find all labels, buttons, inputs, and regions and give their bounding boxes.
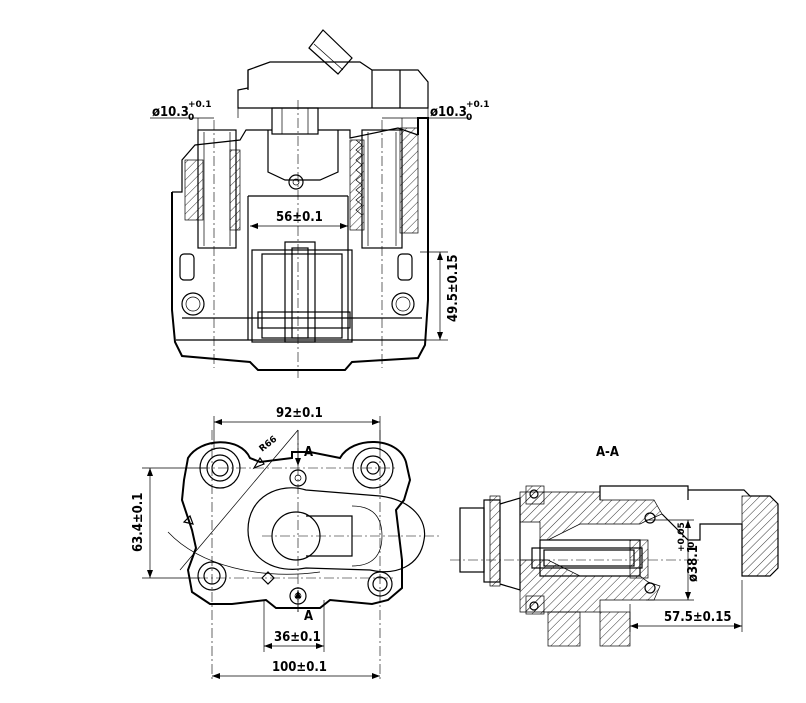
dim-bore-38: ø38.1 (686, 545, 701, 582)
bleeder-nipple (308, 29, 353, 75)
front-view (142, 416, 440, 680)
section-title: A-A (596, 445, 619, 460)
dim-height-49: 49.5±0.15 (446, 254, 461, 322)
dim-width-92: 92±0.1 (276, 406, 323, 421)
dim-bore-left: ø10.3 (152, 105, 189, 120)
dim-bore-38-tol-top: +0.05 (677, 522, 687, 552)
top-view (150, 29, 470, 378)
left-piston (184, 129, 241, 249)
dim-width-100: 100±0.1 (272, 660, 327, 675)
dim-length-57: 57.5±0.15 (664, 610, 732, 625)
dim-bore-left-tol-top: +0.1 (188, 100, 211, 110)
dim-width-56: 56±0.1 (276, 210, 323, 225)
dim-width-36: 36±0.1 (274, 630, 321, 645)
dim-bore-left-tol-bottom: 0 (188, 113, 194, 123)
dim-radius: R66 (258, 434, 279, 454)
section-mark-bottom: A (304, 609, 313, 624)
section-view (450, 485, 779, 647)
dim-bore-38-tol-bottom: 0 (687, 542, 697, 548)
dim-height-63: 63.4±0.1 (131, 493, 146, 552)
dim-bore-right-tol-bottom: 0 (466, 113, 472, 123)
right-piston (349, 127, 419, 249)
section-mark-top: A (304, 445, 313, 460)
dim-bore-right: ø10.3 (430, 105, 467, 120)
dim-bore-right-tol-top: +0.1 (466, 100, 489, 110)
